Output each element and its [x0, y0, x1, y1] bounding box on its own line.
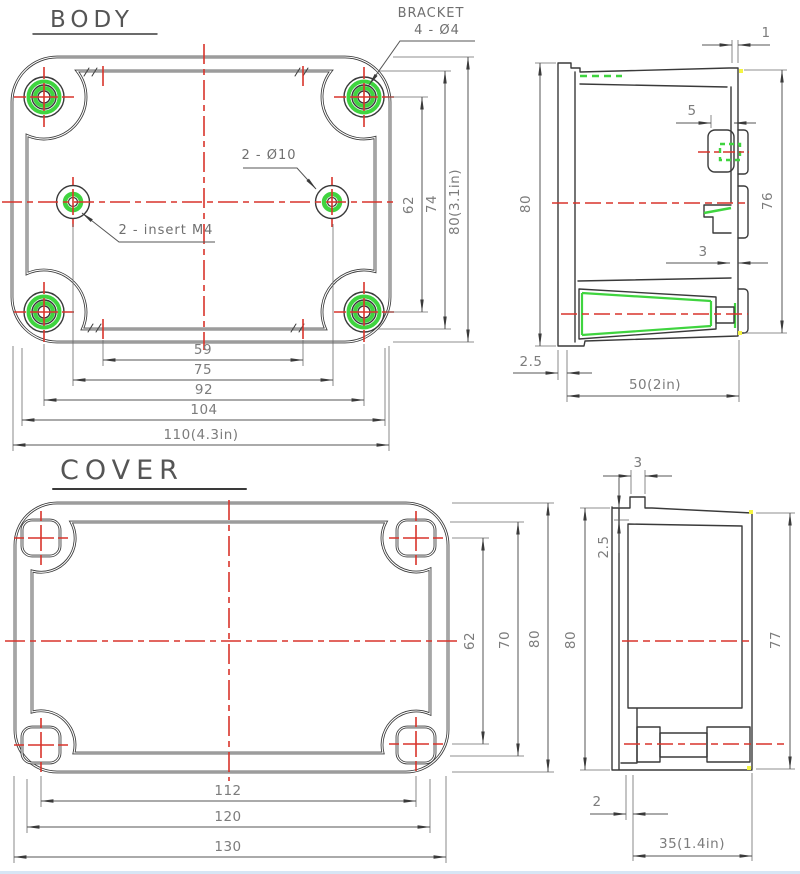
- body-bottom-dimensions: 59 75 92 104 110(4.3in): [12, 224, 390, 451]
- dim-74: 74: [424, 195, 440, 213]
- bottom-boss-stub: [715, 306, 735, 324]
- yellow-mark-cover-bottom: [747, 766, 751, 770]
- cover-outer-outline-inner: [14, 502, 449, 773]
- cover-side-view: 3 2.5 80 77 2 35(1.4in): [563, 455, 795, 861]
- dim-flange-2-5: 2.5: [520, 354, 543, 370]
- cover-front-view: COVER 112 120 130 62 70 80: [5, 455, 554, 863]
- body-side-view: 1 5 3 80 76 2.5 50(2in): [513, 25, 787, 402]
- yellow-mark-top: [739, 69, 743, 73]
- cover-side-dimensions: 3 2.5 80 77 2 35(1.4in): [563, 455, 795, 861]
- cover-boss-bar: [659, 732, 708, 758]
- body-right-dimensions: 62 74 80(3.1in): [378, 56, 474, 343]
- cover-side-centerlines: [622, 640, 788, 745]
- bracket-qty-label: 4 - Ø4: [414, 23, 460, 38]
- bracket-label: BRACKET: [398, 6, 465, 21]
- body-inner-face-line: [26, 70, 376, 330]
- dim-boss-5: 5: [687, 103, 696, 119]
- dim-cover-80: 80: [527, 630, 543, 648]
- boss-thread-highlight: [718, 142, 742, 162]
- dim-height-80: 80: [518, 195, 534, 213]
- dim-wall-1: 1: [761, 25, 770, 41]
- bracket-screw-boss: [707, 129, 735, 173]
- bottom-boss-outline: [578, 288, 717, 340]
- body-outer-outline-inner: [11, 56, 391, 343]
- cover-right-dimensions: 62 70 80: [450, 502, 554, 773]
- cover-centerlines: [5, 500, 458, 781]
- dim-rib-3: 3: [633, 455, 642, 471]
- cover-bottom-dimensions: 112 120 130: [13, 776, 447, 863]
- inserts-leader-line: [81, 212, 215, 243]
- dim-lip-2-5: 2.5: [596, 536, 612, 559]
- dim-cover-height-80: 80: [563, 631, 579, 649]
- dim-59: 59: [194, 342, 212, 358]
- dim-cover-70: 70: [497, 631, 513, 649]
- dim-92: 92: [195, 382, 213, 398]
- dim-edge-2: 2: [592, 794, 601, 810]
- bracket-leader-line: [368, 40, 475, 86]
- cover-inner-face: [30, 520, 432, 755]
- dim-112: 112: [214, 783, 241, 799]
- body-side-centerlines: [552, 151, 750, 315]
- inserts-label: 2 - insert M4: [119, 223, 214, 238]
- holes-leader-line: [243, 167, 317, 190]
- dim-130: 130: [214, 839, 241, 855]
- dim-cover-inner-77: 77: [768, 631, 784, 649]
- dim-110: 110(4.3in): [163, 427, 238, 443]
- dim-75: 75: [194, 362, 212, 378]
- cover-inner-face-line: [31, 521, 431, 754]
- page-bottom-divider: [0, 871, 800, 874]
- holes-label: 2 - Ø10: [241, 148, 296, 163]
- body-centerlines: [2, 44, 396, 350]
- yellow-mark-bottom: [738, 331, 742, 335]
- cover-title: COVER: [60, 455, 184, 486]
- body-side-dimensions: 1 5 3 80 76 2.5 50(2in): [513, 25, 787, 402]
- gasket-hatch-marks: [83, 67, 309, 333]
- dim-104: 104: [190, 402, 217, 418]
- body-title: BODY: [50, 7, 134, 33]
- cover-side-outline: [611, 496, 753, 771]
- dim-wall-3: 3: [698, 244, 707, 260]
- dim-120: 120: [214, 809, 241, 825]
- dim-cover-62: 62: [462, 632, 478, 650]
- body-side-outline: [557, 62, 749, 347]
- dim-80: 80(3.1in): [447, 169, 463, 235]
- dim-depth-50: 50(2in): [629, 377, 681, 393]
- yellow-mark-cover-top: [749, 510, 753, 514]
- step-highlight: [703, 206, 732, 215]
- body-leaders: BRACKET 4 - Ø4 2 - Ø10 2 - insert M4: [81, 6, 475, 243]
- dim-inner-76: 76: [760, 192, 776, 210]
- dim-depth-35: 35(1.4in): [659, 836, 725, 852]
- body-front-view: BODY: [2, 6, 475, 451]
- dim-62: 62: [401, 196, 417, 214]
